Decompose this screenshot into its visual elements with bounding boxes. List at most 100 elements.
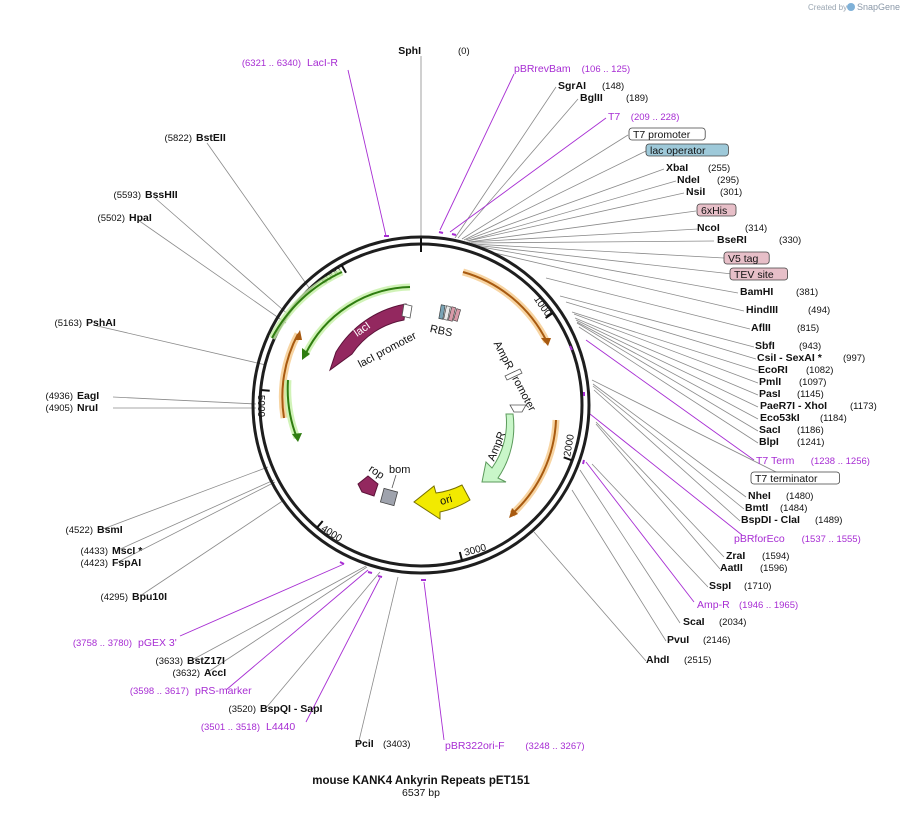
primer-name: pBRforEco: [734, 533, 785, 545]
primer-pbr322ori-f: pBR322ori-F(3248 .. 3267): [445, 740, 585, 752]
site-name: SspI: [709, 580, 731, 592]
primer-pbrrevbam: pBRrevBam (106 .. 125): [514, 63, 630, 75]
primer-name: L4440: [266, 721, 295, 733]
restriction-sites-right: SphI(0)SgrAI(148)BglII(189)XbaI(255)NdeI…: [355, 45, 877, 750]
site-name: AccI: [204, 667, 226, 679]
site-name: BspQI - SapI: [260, 703, 323, 715]
site-pos: (4905): [46, 403, 73, 414]
primer-laci-r: (6321 .. 6340)LacI-R: [242, 57, 338, 69]
site-sbfi: SbfI(943): [755, 340, 821, 352]
site-bseri: BseRI(330): [717, 234, 801, 246]
rbs-label: RBS: [429, 323, 454, 339]
tick-4000: [316, 520, 324, 529]
site-sspi: SspI(1710): [709, 580, 771, 592]
site-pos: (1484): [780, 503, 807, 514]
site-saci: SacI(1186): [759, 424, 824, 436]
primer-pos: (1946 .. 1965): [739, 600, 798, 611]
site-pos: (381): [796, 287, 818, 298]
site-sgrai: SgrAI(148): [558, 80, 624, 92]
site-pos: (148): [602, 81, 624, 92]
feature-box-label: TEV site: [734, 269, 774, 281]
primer-pos: (1238 .. 1256): [811, 456, 870, 467]
site-pos: (2515): [684, 655, 711, 666]
bom-label: bom: [389, 464, 410, 476]
primer-pos: (6321 .. 6340): [242, 58, 301, 69]
site-name: MscI *: [112, 545, 143, 557]
site-ahdi: AhdI(2515): [646, 654, 711, 666]
site-msci: (4433) MscI *: [81, 545, 144, 557]
site-name: EagI: [77, 390, 99, 402]
site-name: BlpI: [759, 436, 779, 448]
site-pos: (3520): [229, 704, 256, 715]
site-pos: (494): [808, 305, 830, 316]
primer-labels: (6321 .. 6340)LacI-R pBRrevBam (106 .. 125…: [73, 57, 870, 752]
site-name: AflII: [751, 322, 771, 334]
site-nhei: NheI(1480): [748, 490, 813, 502]
feature-box-t7-terminator: T7 terminator: [750, 471, 840, 485]
site-pos: (1594): [762, 551, 789, 562]
primer-name: T7: [608, 111, 620, 123]
site-pos: (5822): [165, 133, 192, 144]
site-name: BseRI: [717, 234, 747, 246]
primer-pos: (209 .. 228): [631, 112, 680, 123]
feature-box-label: T7 terminator: [755, 473, 818, 485]
site-csii-sexai: CsiI - SexAI *(997): [757, 352, 865, 364]
site-ncoi: NcoI(314): [697, 222, 767, 234]
tick-2000: [563, 456, 573, 462]
tick-6000: [340, 264, 347, 274]
tick-1000: [545, 311, 554, 319]
site-pos: (4936): [46, 391, 73, 402]
primer-name: pBRrevBam: [514, 63, 571, 75]
primer-amp-r: Amp-R (1946 .. 1965): [697, 599, 798, 611]
site-pasi: PasI(1145): [759, 388, 824, 400]
site-ecori: EcoRI(1082): [758, 364, 833, 376]
site-sphi: SphI(0): [398, 45, 469, 57]
site-bspdi-clai: BspDI - ClaI(1489): [741, 514, 842, 526]
feature-box-label: V5 tag: [728, 253, 759, 265]
site-name: XbaI: [666, 162, 688, 174]
site-name: FspAI: [112, 557, 141, 569]
site-aatii: AatII(1596): [720, 562, 787, 574]
feature-box-6xhis: 6xHis: [696, 203, 737, 217]
site-name: PasI: [759, 388, 781, 400]
site-name: CsiI - SexAI *: [757, 352, 823, 364]
site-acci: (3632)AccI: [173, 667, 227, 679]
site-name: NcoI: [697, 222, 720, 234]
site-zrai: ZraI(1594): [726, 550, 789, 562]
site-pos: (1184): [820, 413, 847, 424]
feature-box-v5-tag: V5 tag: [723, 251, 770, 265]
site-name: AatII: [720, 562, 743, 574]
primer-t7: T7 (209 .. 228): [608, 111, 679, 123]
site-bstz17i: (3633)BstZ17I: [156, 655, 225, 667]
site-xbai: XbaI(255): [666, 162, 730, 174]
tick-label-2000: 2000: [562, 433, 577, 457]
site-name: BstZ17I: [187, 655, 225, 667]
site-paer7i-xhoi: PaeR7I - XhoI (1173): [760, 400, 877, 412]
site-name: PshAI: [86, 317, 116, 329]
tick-5000: [260, 389, 270, 392]
site-name: SphI: [398, 45, 421, 57]
site-name: PciI: [355, 738, 374, 750]
site-name: NheI: [748, 490, 771, 502]
site-pos: (1173): [850, 401, 877, 412]
site-name: Eco53kI: [760, 412, 800, 424]
site-pos: (1097): [799, 377, 826, 388]
site-name: PaeR7I - XhoI: [760, 400, 827, 412]
orf-arc-green: [268, 268, 411, 442]
site-name: NsiI: [686, 186, 705, 198]
restriction-sites-left: (5822)BstEII(5593)BssHII(5502)HpaI(5163)…: [46, 132, 323, 715]
site-hindiii: HindIII(494): [746, 304, 830, 316]
site-name: BglII: [580, 92, 603, 104]
primer-pos: (106 .. 125): [582, 64, 631, 75]
site-aflii: AflII(815): [751, 322, 819, 334]
primer-pos: (3758 .. 3780): [73, 638, 132, 649]
primer-marks: [339, 231, 585, 581]
primer-pos: (3501 .. 3518): [201, 722, 260, 733]
site-pshai: (5163)PshAI: [55, 317, 116, 329]
primer-name: Amp-R: [697, 599, 730, 611]
orf-arc-left: [278, 330, 302, 419]
site-pos: (4433): [81, 546, 108, 557]
site-pos: (4295): [101, 592, 128, 603]
primer-t7-term: T7 Term(1238 .. 1256): [756, 455, 870, 467]
